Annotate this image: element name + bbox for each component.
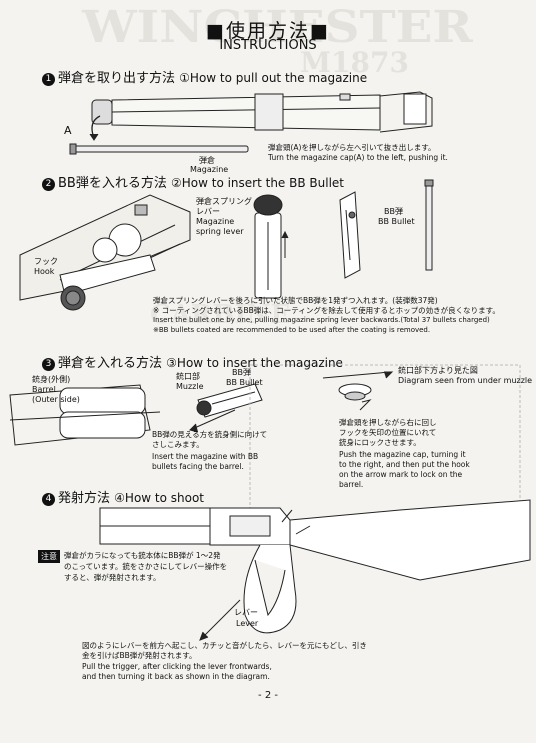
watermark-text: M1873 bbox=[300, 46, 409, 79]
label-spring-jp: 弾倉スプリング bbox=[196, 197, 252, 206]
label-muzzle-jp: 銃口部 bbox=[176, 372, 200, 381]
section3-right-en2: to the right, and then put the hook bbox=[339, 460, 470, 469]
label-muzzle-en: Muzzle bbox=[176, 382, 204, 391]
page-title: ■使用方法■ bbox=[206, 20, 330, 42]
label-barrel-en1: Barrel bbox=[32, 385, 56, 394]
label-spring-en1: Magazine bbox=[196, 217, 235, 226]
section3-right-en4: barrel. bbox=[339, 480, 364, 489]
section3-rifle-illustration bbox=[9, 364, 521, 536]
section4-note-jp1: 弾倉がカラになっても銃本体にBB弾が 1～2発 bbox=[64, 551, 221, 560]
section2-number-badge: 2 bbox=[42, 178, 55, 191]
label-diagram-jp: 銃口部下方より見た図 bbox=[398, 366, 478, 375]
section2-heading-jp: BB弾を入れる方法 bbox=[58, 176, 167, 191]
section4-text-en2: and then turning it back as shown in the… bbox=[82, 672, 270, 681]
caution-badge: 注意 bbox=[38, 550, 60, 563]
section3-left-jp2: さしこみます。 bbox=[152, 440, 204, 449]
section2-text-en2: ※BB bullets coated are recommended to be… bbox=[153, 326, 431, 334]
section4-text-en1: Pull the trigger, after clicking the lev… bbox=[82, 662, 272, 671]
section2-text-jp2: ※ コーティングされているBB弾は、コーティングを除去して使用するとホップの効き… bbox=[153, 306, 500, 315]
label-magazine-jp: 弾倉 bbox=[199, 156, 215, 165]
section3-right-jp2: フックを矢印の位置にいれて bbox=[339, 428, 437, 437]
label-diagram-en: Diagram seen from under muzzle bbox=[398, 376, 533, 385]
section3-heading-jp: 弾倉を入れる方法 bbox=[58, 356, 163, 371]
section3-heading-en: ③How to insert the magazine bbox=[166, 356, 343, 370]
section4-text-jp1: 図のようにレバーを前方へ起こし、カチッと音がしたら、レバーを元にもどし、引き bbox=[82, 641, 367, 650]
section4-text-jp2: 金を引けばBB弾が発射されます。 bbox=[82, 651, 197, 660]
section2-heading-en: ②How to insert the BB Bullet bbox=[170, 176, 345, 190]
section1-number-badge: 1 bbox=[42, 73, 55, 86]
label-bb-en: BB Bullet bbox=[378, 217, 415, 226]
section4-rifle-illustration bbox=[99, 499, 531, 641]
section2-text-jp1: 弾倉スプリングレバーを後ろに引いた状態でBB弾を1発ずつ入れます。(装弾数37発… bbox=[153, 296, 438, 305]
section4-note-jp2: のこっています。銃をさかさにしてレバー操作を bbox=[64, 562, 228, 571]
label-hook-en: Hook bbox=[34, 267, 55, 276]
section1-heading-en: ①How to pull out the magazine bbox=[179, 71, 368, 85]
section3-right-en1: Push the magazine cap, turning it bbox=[339, 450, 466, 459]
section3-number-badge: 3 bbox=[42, 358, 55, 371]
label-barrel-jp: 銃身(外側) bbox=[32, 375, 71, 384]
label-bb-en: BB Bullet bbox=[226, 378, 263, 387]
label-bb-jp: BB弾 bbox=[232, 368, 251, 377]
section3-left-en2: bullets facing the barrel. bbox=[152, 462, 244, 471]
watermark-text: CARBINE bbox=[150, 300, 291, 330]
section3-left-jp1: BB弾の見える方を銃身側に向けて bbox=[152, 430, 268, 439]
section4-note-jp3: すると、弾が発射されます。 bbox=[64, 573, 161, 582]
label-magazine-en: Magazine bbox=[190, 165, 229, 174]
section1-rifle-illustration bbox=[69, 91, 433, 155]
label-lever-jp: レバー bbox=[234, 608, 258, 617]
label-lever-jp: レバー bbox=[196, 207, 220, 216]
section1-caption-jp: 弾倉頭(A)を押しながら左へ引いて抜き出します。 bbox=[268, 143, 436, 152]
label-barrel-en2: (Outer side) bbox=[32, 395, 80, 404]
section1-heading-jp: 弾倉を取り出す方法 bbox=[58, 71, 176, 86]
section4-heading-en: ④How to shoot bbox=[114, 491, 205, 505]
section4-heading-jp: 発射方法 bbox=[58, 491, 111, 506]
section2-rifle-illustration bbox=[19, 179, 434, 311]
section1-caption-en: Turn the magazine cap(A) to the left, pu… bbox=[268, 153, 448, 162]
section3-right-en3: on the arrow mark to lock on the bbox=[339, 470, 463, 479]
watermark-text: WINCHESTER bbox=[82, 2, 473, 53]
label-bb-jp: BB弾 bbox=[384, 207, 403, 216]
page-number: - 2 - bbox=[258, 690, 278, 701]
label-hook-jp: フック bbox=[34, 257, 58, 266]
label-lever-en: Lever bbox=[236, 619, 259, 628]
section3-left-en1: Insert the magazine with BB bbox=[152, 452, 259, 461]
section3-right-jp1: 弾倉頭を押しながら右に回し bbox=[339, 418, 437, 427]
section4-number-badge: 4 bbox=[42, 493, 55, 506]
page-subtitle: INSTRUCTIONS bbox=[219, 38, 317, 53]
section2-text-en1: Insert the bullet one by one, pulling ma… bbox=[153, 316, 490, 324]
label-spring-en2: spring lever bbox=[196, 227, 244, 236]
section3-right-jp3: 銃身にロックさせます。 bbox=[339, 438, 421, 447]
label-a: A bbox=[64, 124, 72, 137]
